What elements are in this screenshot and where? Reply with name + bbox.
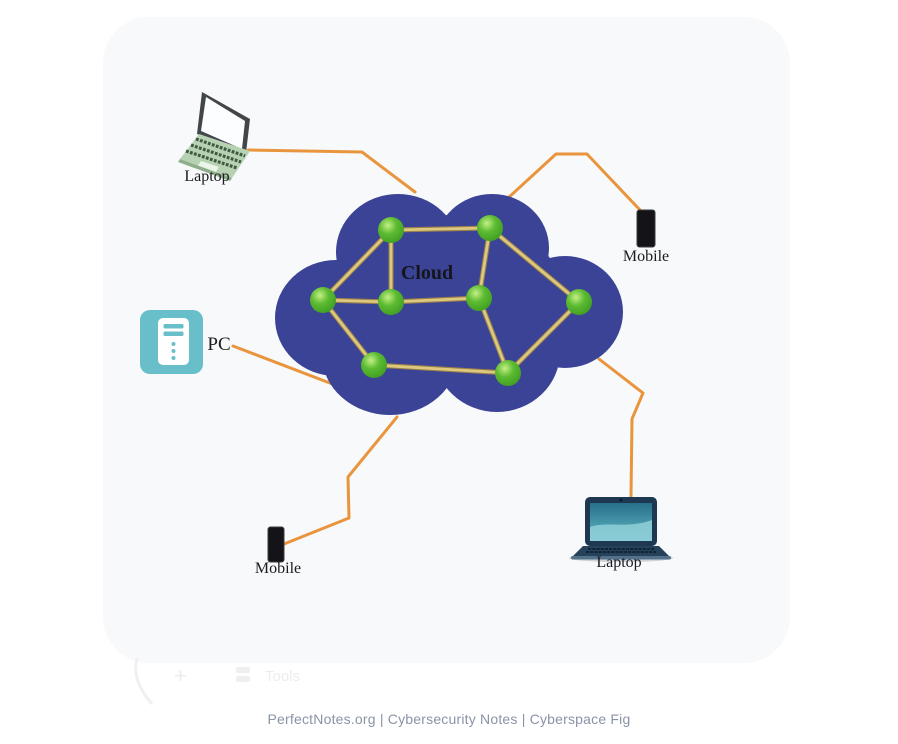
links-layer [231, 148, 645, 546]
network-node [310, 287, 336, 313]
mobile-body [636, 209, 656, 248]
device-link-laptop-top-left [246, 148, 417, 194]
pc-dot [171, 349, 176, 353]
laptop-front-lip [571, 556, 671, 560]
mesh-nodes-layer [310, 215, 592, 386]
laptop-trackpad [197, 161, 219, 173]
device-link-mobile-bottom [282, 415, 399, 546]
footer-caption: PerfectNotes.org | Cybersecurity Notes |… [267, 711, 631, 727]
laptop-keys-row [185, 149, 238, 170]
network-edge [488, 226, 581, 304]
label-mobile-bottom: Mobile [255, 560, 301, 577]
network-edge [389, 226, 492, 232]
network-node [466, 285, 492, 311]
pc-vent [163, 324, 184, 329]
laptop-keys-row [195, 137, 246, 158]
pc-tower [158, 318, 189, 365]
network-node [495, 360, 521, 386]
webcam-dot [619, 498, 623, 502]
pc-dot [171, 342, 176, 346]
device-mobile-bottom [267, 526, 285, 563]
device-mobile-right [636, 209, 656, 248]
laptop-front-edge [178, 159, 232, 181]
network-edge [372, 363, 510, 375]
device-laptop-bottom-right [569, 497, 673, 562]
label-mobile-right: Mobile [623, 248, 669, 265]
label-pc: PC [207, 334, 230, 355]
laptop-keys-row [190, 143, 242, 164]
ghost-stroke [134, 657, 154, 705]
network-node [477, 215, 503, 241]
laptop-screen-glare [590, 520, 652, 541]
network-edge [506, 300, 581, 375]
pc-dot [171, 356, 176, 360]
network-edge [477, 296, 510, 375]
device-pc-left [140, 310, 203, 374]
network-edge [321, 228, 393, 302]
ghost-pages-icon[interactable] [236, 667, 252, 683]
ghost-plus-button[interactable]: + [174, 663, 187, 688]
network-node [378, 217, 404, 243]
network-node [361, 352, 387, 378]
ghost-tools-button[interactable]: Tools [265, 668, 301, 685]
network-edge [389, 296, 481, 304]
label-laptop-top-left: Laptop [184, 168, 229, 185]
device-laptop-top-left [178, 92, 250, 181]
network-node [378, 289, 404, 315]
device-link-laptop-bottom-right [597, 357, 645, 498]
laptop-screen [201, 97, 245, 149]
laptop-base [180, 134, 250, 178]
pc-vent [163, 331, 184, 336]
device-link-mobile-right [506, 152, 642, 212]
label-laptop-bottom-right: Laptop [596, 554, 641, 571]
mobile-body [267, 526, 285, 563]
device-link-pc-left [231, 344, 337, 387]
cloud-label: Cloud [401, 262, 453, 284]
network-node [566, 289, 592, 315]
network-edge [321, 298, 376, 367]
